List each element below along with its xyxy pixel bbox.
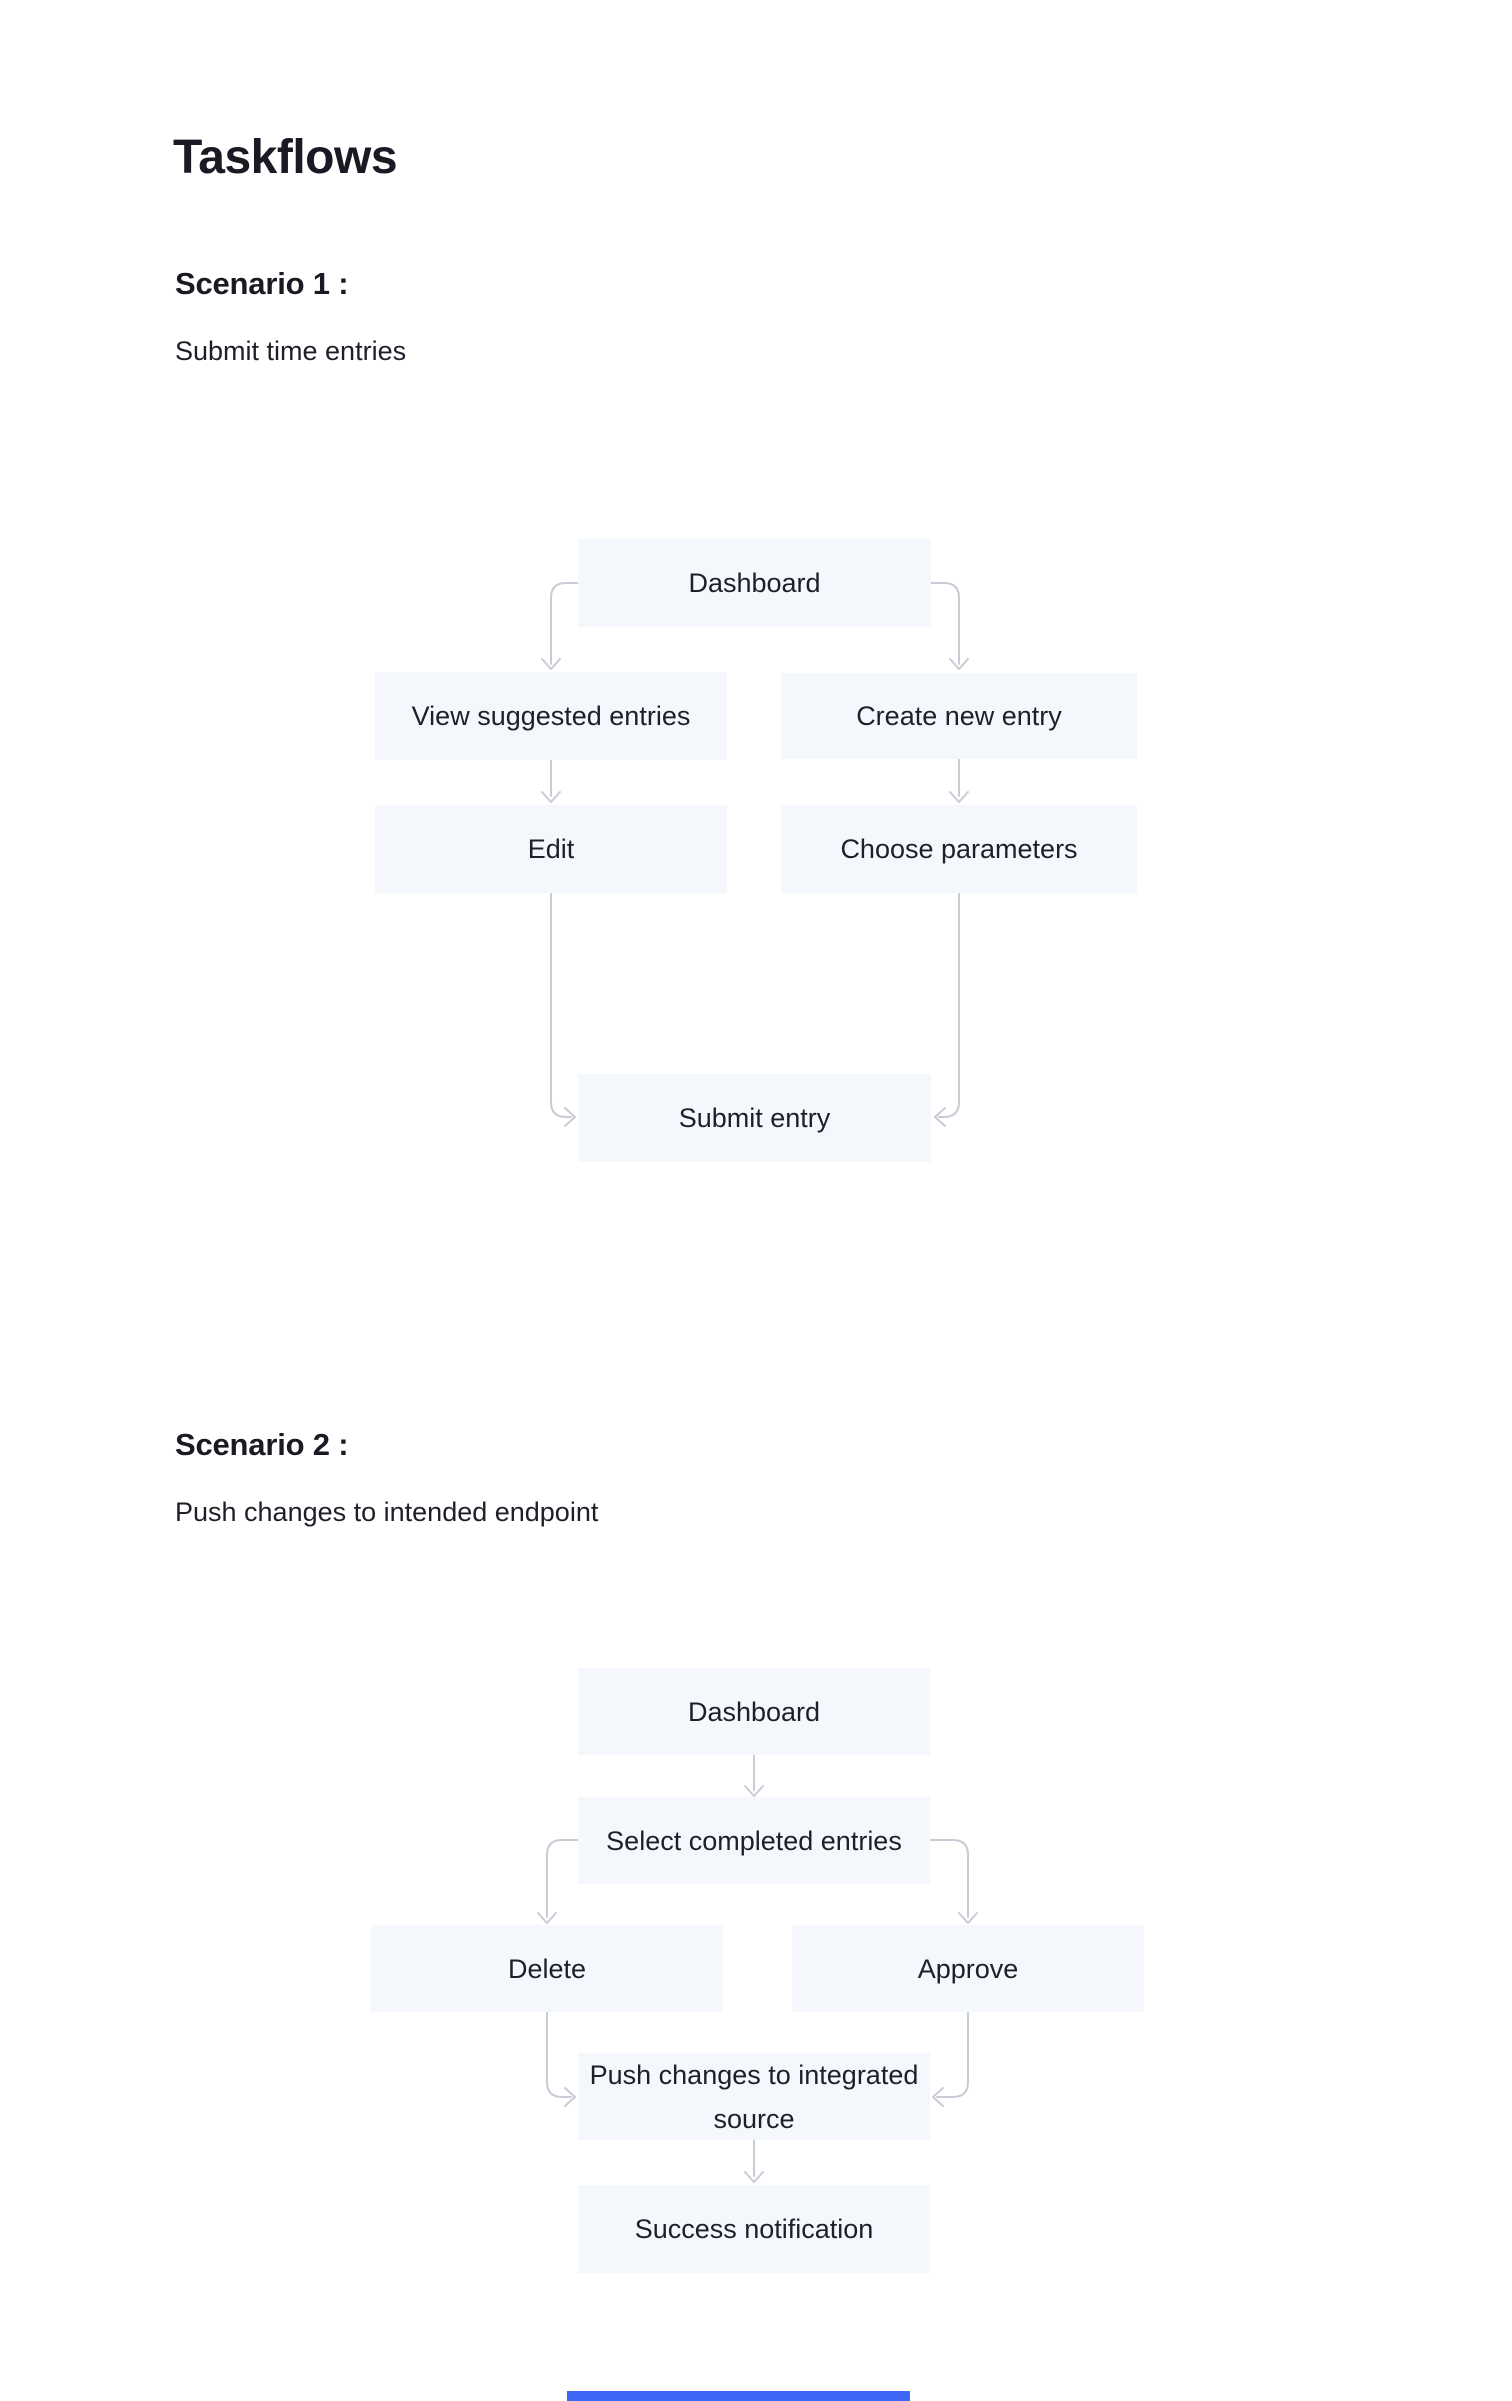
edge-choose-parameters-to-submit-entry — [934, 892, 960, 1127]
edge-create-new-entry-to-choose-parameters — [949, 758, 969, 803]
flow-node-select-completed-entries: Select completed entries — [578, 1797, 930, 1884]
flow-node-submit-entry: Submit entry — [578, 1074, 931, 1162]
edge-push-changes-to-success-notification — [744, 2139, 764, 2183]
flow-node-edit: Edit — [375, 805, 727, 893]
scenario-2-heading: Scenario 2 : — [175, 1427, 349, 1462]
edge-view-suggested-entries-to-edit — [541, 759, 561, 803]
edge-dashboard-to-view-suggested-entries — [541, 582, 579, 670]
flow-node-choose-parameters: Choose parameters — [781, 805, 1137, 893]
flow-node-push-changes-to-integrated-source: Push changes to integrated source — [578, 2053, 930, 2140]
edge-dashboard-to-create-new-entry — [930, 582, 969, 670]
flow-node-view-suggested-entries: View suggested entries — [375, 672, 727, 760]
flow-node-delete: Delete — [371, 1925, 723, 2012]
bottom-accent-bar — [567, 2391, 910, 2401]
edge-select-completed-entries-to-approve — [929, 1839, 978, 1924]
scenario-2-subtitle: Push changes to intended endpoint — [175, 1497, 599, 1527]
edge-edit-to-submit-entry — [550, 892, 576, 1127]
flow-node-create-new-entry: Create new entry — [781, 673, 1137, 759]
edge-delete-to-push-changes — [546, 2011, 576, 2107]
scenario-1-heading: Scenario 1 : — [175, 266, 349, 301]
edge-select-completed-entries-to-delete — [537, 1839, 579, 1924]
flow-node-dashboard-s1: Dashboard — [578, 539, 931, 627]
scenario-1-subtitle: Submit time entries — [175, 336, 407, 366]
edge-dashboard-to-select-completed-entries — [744, 1754, 764, 1797]
flow-node-success-notification: Success notification — [578, 2185, 930, 2273]
flow-node-dashboard-s2: Dashboard — [578, 1668, 930, 1755]
flow-node-approve: Approve — [792, 1925, 1144, 2012]
page-title: Taskflows — [173, 131, 398, 184]
edge-approve-to-push-changes — [932, 2011, 969, 2107]
